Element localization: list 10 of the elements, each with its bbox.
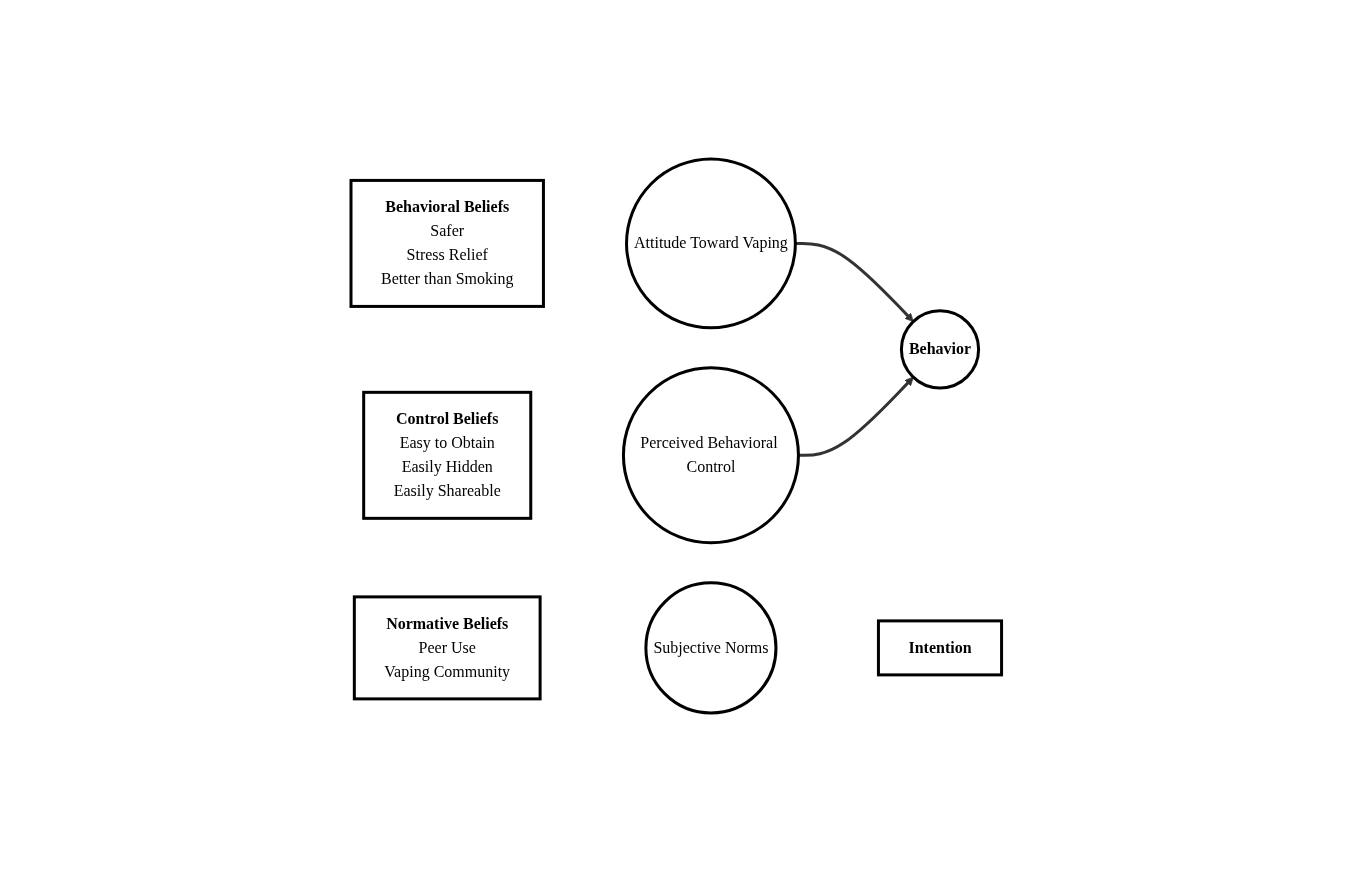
node-circle: Perceived Behavioral Control	[621, 365, 800, 544]
arrow	[798, 376, 914, 457]
node-circle: Subjective Norms	[644, 580, 778, 714]
node-box: Control Beliefs Easy to Obtain Easily Hidden Easily Shareable	[361, 390, 532, 520]
node-box: Intention	[876, 618, 1003, 676]
node-circle: Behavior	[899, 308, 980, 389]
node-box: Behavioral Beliefs Safer Stress Relief Better than Smoking	[349, 178, 545, 308]
node-box: Normative Beliefs Peer Use Vaping Community	[352, 594, 542, 700]
arrow	[795, 241, 914, 322]
node-circle: Attitude Toward Vaping	[624, 157, 797, 329]
